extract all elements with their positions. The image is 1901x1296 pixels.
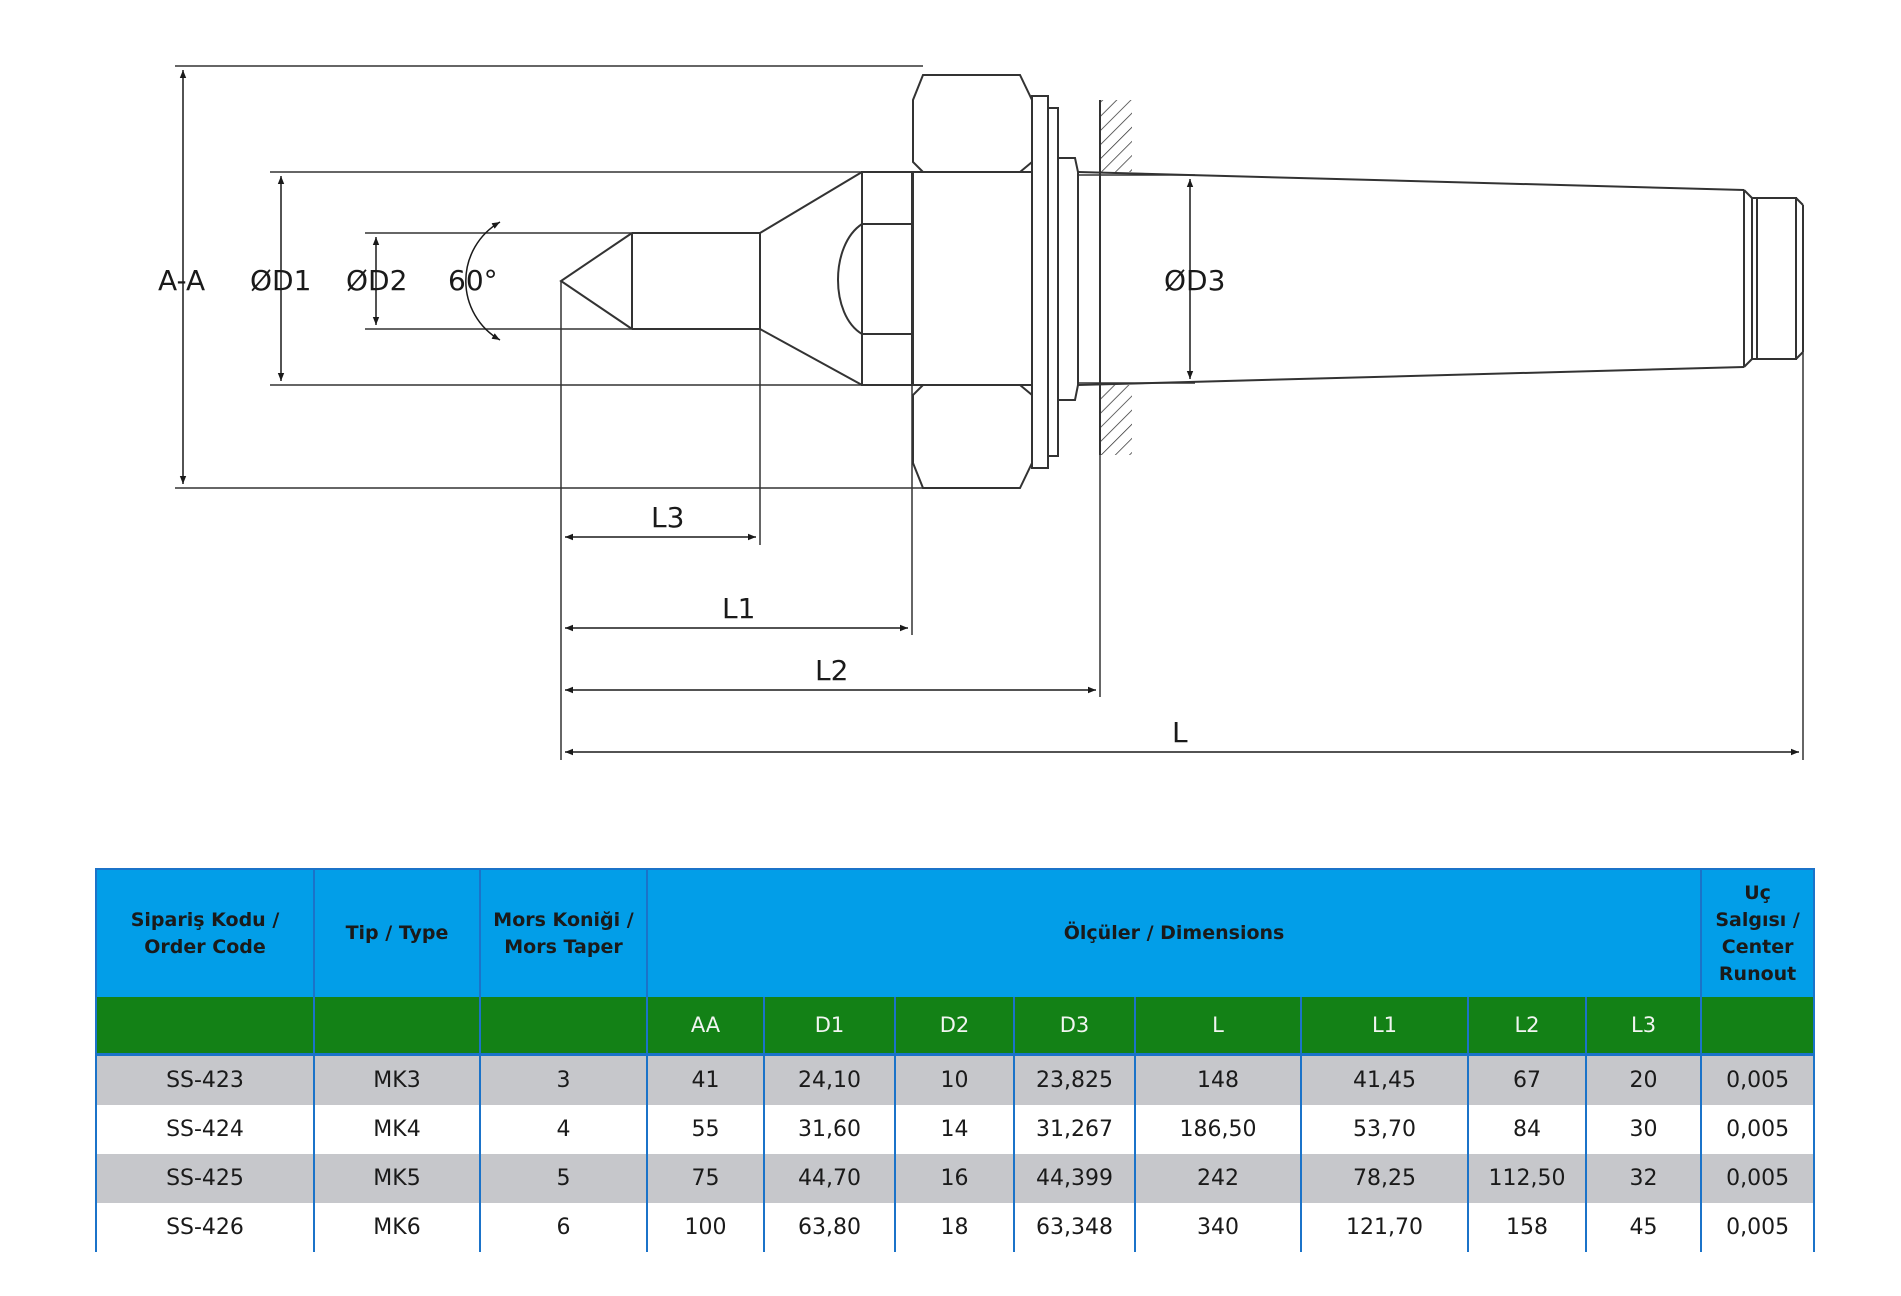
table-cell: MK3 — [313, 1054, 481, 1105]
table-row: SS-423 MK3 3 41 24,10 10 23,825 148 41,4… — [95, 1054, 1816, 1105]
table-cell: 0,005 — [1700, 1105, 1816, 1154]
table-cell: 112,50 — [1467, 1154, 1587, 1203]
table-cell: 148 — [1134, 1054, 1302, 1105]
table-cell: 63,80 — [763, 1203, 896, 1252]
table-cell: MK5 — [313, 1154, 481, 1203]
table-cell: 55 — [646, 1105, 765, 1154]
label-d3: ØD3 — [1164, 264, 1225, 297]
label-d1: ØD1 — [250, 264, 311, 297]
table-row: SS-425 MK5 5 75 44,70 16 44,399 242 78,2… — [95, 1154, 1816, 1203]
table-cell: 5 — [479, 1154, 648, 1203]
table-cell: 20 — [1584, 1054, 1703, 1105]
extension-lines — [175, 65, 1804, 760]
table-cell: SS-423 — [95, 1054, 315, 1105]
table-cell: 67 — [1467, 1054, 1587, 1105]
header-mors-taper: Mors Koniği / Mors Taper — [479, 868, 648, 997]
table-cell: 0,005 — [1700, 1054, 1816, 1105]
label-d2: ØD2 — [346, 264, 407, 297]
dimension-labels: A-A ØD1 ØD2 60° ØD3 L3 L1 L2 L — [158, 264, 1225, 749]
label-l1: L1 — [722, 592, 755, 625]
table-cell: 41 — [646, 1054, 765, 1105]
table-cell: 32 — [1584, 1154, 1703, 1203]
technical-drawing: A-A ØD1 ØD2 60° ØD3 L3 L1 L2 L — [158, 65, 1804, 760]
header-center-runout: Uç Salgısı / Center Runout — [1700, 868, 1816, 997]
table-cell: 30 — [1584, 1105, 1703, 1154]
table-cell: 4 — [479, 1105, 648, 1154]
subheader-row: AA D1 D2 D3 L L1 L2 L3 — [95, 997, 1816, 1056]
label-l: L — [1172, 716, 1188, 749]
header-type: Tip / Type — [313, 868, 481, 997]
header-row: Sipariş Kodu / Order Code Tip / Type Mor… — [95, 868, 1816, 997]
table-cell: 121,70 — [1300, 1203, 1469, 1252]
subheader-l: L — [1134, 997, 1302, 1056]
table-cell: 75 — [646, 1154, 765, 1203]
table-cell: 100 — [646, 1203, 765, 1252]
table-row: SS-426 MK6 6 100 63,80 18 63,348 340 121… — [95, 1203, 1816, 1252]
subheader-l1: L1 — [1300, 997, 1469, 1056]
table-cell: 10 — [894, 1054, 1015, 1105]
table-cell: 24,10 — [763, 1054, 896, 1105]
table-cell: 84 — [1467, 1105, 1587, 1154]
table-cell: 340 — [1134, 1203, 1302, 1252]
dimension-lines — [179, 70, 1799, 756]
table-cell: 23,825 — [1013, 1054, 1136, 1105]
subheader-empty — [1700, 997, 1816, 1056]
table-cell: MK4 — [313, 1105, 481, 1154]
table-cell: 3 — [479, 1054, 648, 1105]
table-cell: SS-425 — [95, 1154, 315, 1203]
label-aa: A-A — [158, 264, 205, 297]
table-cell: 45 — [1584, 1203, 1703, 1252]
label-l2: L2 — [815, 654, 848, 687]
subheader-empty — [479, 997, 648, 1056]
table-cell: 31,60 — [763, 1105, 896, 1154]
label-angle: 60° — [448, 264, 498, 297]
specification-table: Sipariş Kodu / Order Code Tip / Type Mor… — [95, 868, 1816, 1252]
subheader-empty — [95, 997, 315, 1056]
label-l3: L3 — [651, 501, 684, 534]
table-cell: 0,005 — [1700, 1203, 1816, 1252]
wall-hatching — [1099, 100, 1132, 455]
subheader-l3: L3 — [1584, 997, 1703, 1056]
table-cell: 44,70 — [763, 1154, 896, 1203]
table-cell: 16 — [894, 1154, 1015, 1203]
table-cell: 0,005 — [1700, 1154, 1816, 1203]
subheader-d2: D2 — [894, 997, 1015, 1056]
table-cell: SS-426 — [95, 1203, 315, 1252]
table-cell: 18 — [894, 1203, 1015, 1252]
subheader-d3: D3 — [1013, 997, 1136, 1056]
header-order-code: Sipariş Kodu / Order Code — [95, 868, 315, 997]
subheader-d1: D1 — [763, 997, 896, 1056]
table-cell: 158 — [1467, 1203, 1587, 1252]
subheader-l2: L2 — [1467, 997, 1587, 1056]
table-cell: SS-424 — [95, 1105, 315, 1154]
table-cell: 41,45 — [1300, 1054, 1469, 1105]
subheader-empty — [313, 997, 481, 1056]
table-cell: MK6 — [313, 1203, 481, 1252]
center-body-outline — [559, 74, 1804, 489]
table-cell: 63,348 — [1013, 1203, 1136, 1252]
table-cell: 6 — [479, 1203, 648, 1252]
table-row: SS-424 MK4 4 55 31,60 14 31,267 186,50 5… — [95, 1105, 1816, 1154]
table-cell: 53,70 — [1300, 1105, 1469, 1154]
table-cell: 78,25 — [1300, 1154, 1469, 1203]
table-cell: 186,50 — [1134, 1105, 1302, 1154]
table-cell: 44,399 — [1013, 1154, 1136, 1203]
table-cell: 14 — [894, 1105, 1015, 1154]
subheader-aa: AA — [646, 997, 765, 1056]
table-cell: 31,267 — [1013, 1105, 1136, 1154]
header-dimensions: Ölçüler / Dimensions — [645, 868, 1703, 997]
table-cell: 242 — [1134, 1154, 1302, 1203]
